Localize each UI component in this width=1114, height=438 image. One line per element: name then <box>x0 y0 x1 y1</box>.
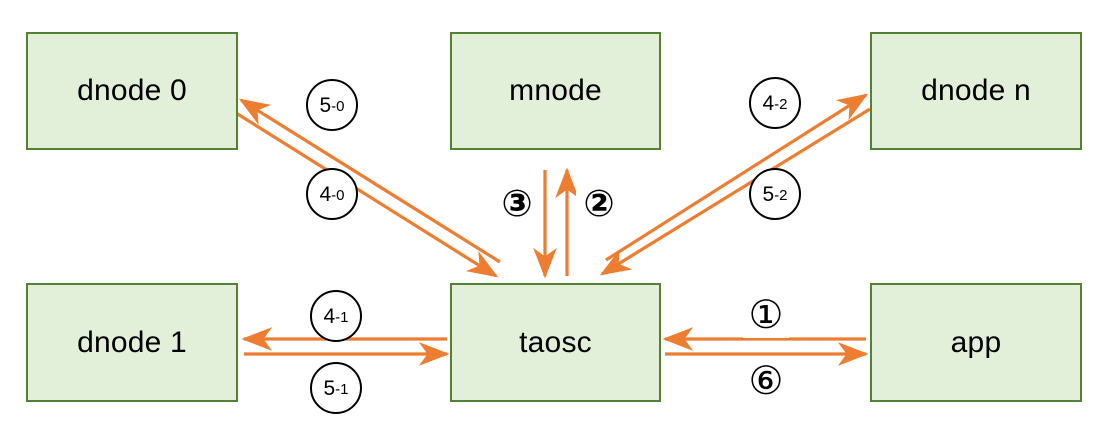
edge-label-4-2: 4-2 <box>749 77 801 129</box>
edge-label-5-0-sub: -0 <box>331 97 345 115</box>
edge-label-4-1-sub: -1 <box>335 308 349 326</box>
edge-label-6: ⑥ <box>743 358 789 404</box>
edge-label-5-2: 5-2 <box>749 168 801 220</box>
edge-label-2: ② <box>576 180 622 226</box>
edge-label-5-2-sub: -2 <box>774 186 788 204</box>
edge-label-5-0: 5-0 <box>306 79 358 131</box>
edge-label-5-2-main: 5 <box>762 182 775 206</box>
node-mnode[interactable]: mnode <box>450 32 661 150</box>
edge-label-4-0-main: 4 <box>319 182 332 206</box>
node-mnode-label: mnode <box>509 74 602 107</box>
edge-label-5-1-sub: -1 <box>335 380 349 398</box>
node-app[interactable]: app <box>870 283 1082 402</box>
edge-label-5-1-main: 5 <box>323 376 336 400</box>
node-dnoden-label: dnode n <box>921 74 1031 107</box>
node-dnode1[interactable]: dnode 1 <box>26 283 238 402</box>
node-dnoden[interactable]: dnode n <box>870 32 1082 150</box>
edge-label-5-1: 5-1 <box>310 362 362 414</box>
edge-label-5-0-main: 5 <box>319 93 332 117</box>
edge-dnode0-to-taosc <box>235 111 499 278</box>
edge-label-1-main: ① <box>748 292 784 338</box>
node-dnode0-label: dnode 0 <box>77 74 187 107</box>
edge-label-4-0: 4-0 <box>306 168 358 220</box>
edge-label-3: ③ <box>494 180 540 226</box>
edge-label-4-1-main: 4 <box>323 304 336 328</box>
edge-label-4-2-main: 4 <box>762 91 775 115</box>
edge-dnoden-to-taosc <box>599 107 871 276</box>
node-dnode0[interactable]: dnode 0 <box>26 32 238 150</box>
node-dnode1-label: dnode 1 <box>77 325 187 359</box>
edge-label-1: ① <box>743 292 789 338</box>
edge-taosc-to-dnode0 <box>238 98 501 264</box>
edge-label-4-0-sub: -0 <box>331 186 345 204</box>
node-taosc-label: taosc <box>519 325 592 359</box>
edge-label-4-2-sub: -2 <box>774 95 788 113</box>
edge-taosc-to-dnoden <box>605 93 869 262</box>
node-app-label: app <box>950 325 1002 359</box>
edge-label-3-main: ③ <box>501 181 533 225</box>
edge-label-6-main: ⑥ <box>748 358 784 404</box>
edge-label-4-1: 4-1 <box>310 290 362 342</box>
node-taosc[interactable]: taosc <box>450 283 661 402</box>
edge-label-2-main: ② <box>583 181 615 225</box>
